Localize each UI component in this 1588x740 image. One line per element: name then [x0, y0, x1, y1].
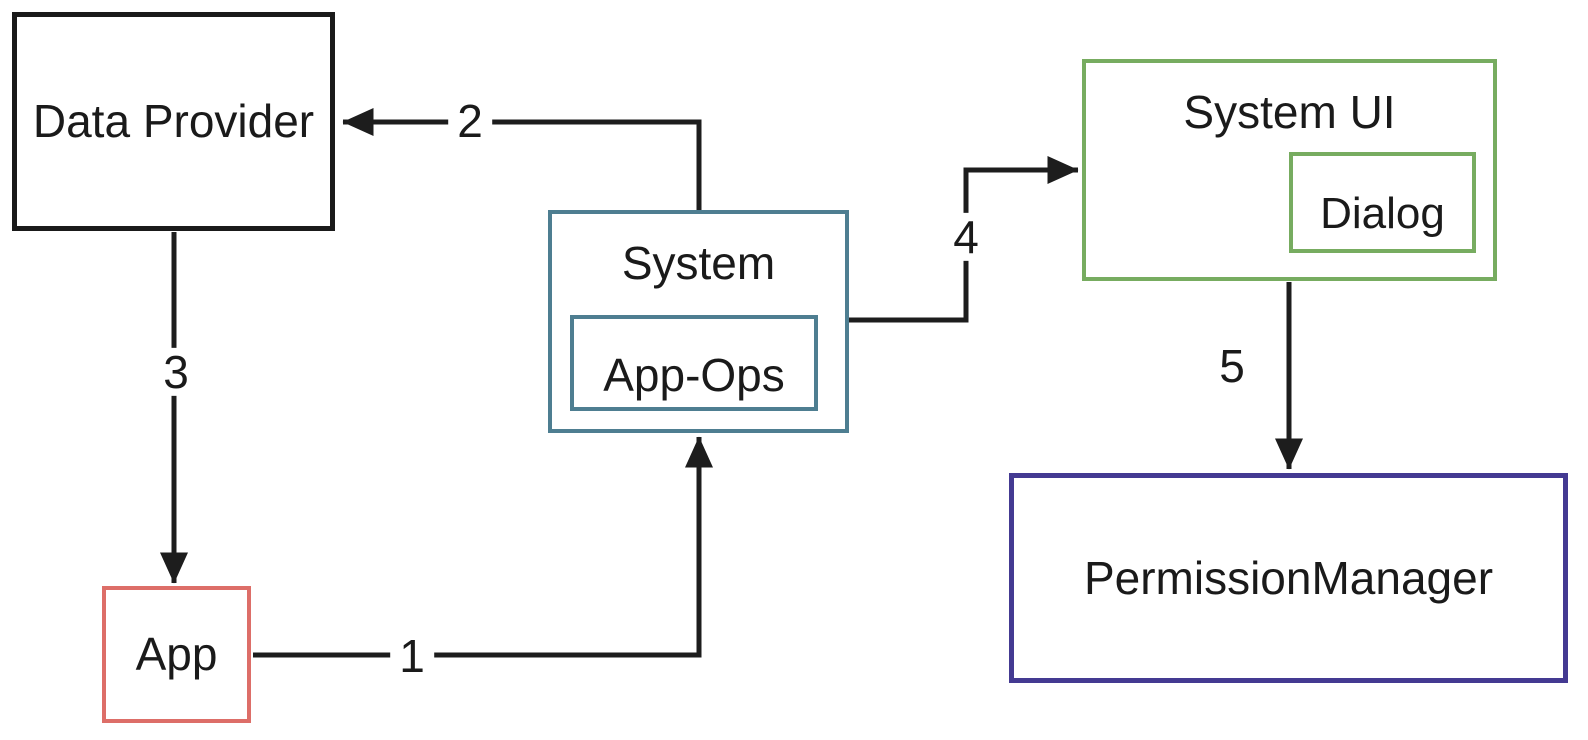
node-system-label: System [621, 237, 776, 289]
edge-label-3: 3 [154, 348, 198, 396]
arrow-1-app-to-system [253, 436, 714, 658]
node-dialog-label: Dialog [1320, 189, 1445, 239]
node-app: App [102, 586, 251, 723]
edge-label-5: 5 [1219, 339, 1245, 392]
node-app-ops: App-Ops [570, 315, 818, 411]
node-system: System App-Ops [548, 210, 849, 433]
node-app-ops-label: App-Ops [603, 348, 785, 401]
node-permission-manager: PermissionManager [1009, 473, 1568, 683]
edge-label-1: 1 [390, 632, 434, 680]
node-data-provider-label: Data Provider [32, 95, 315, 148]
arrow-2-system-to-data-provider [342, 107, 702, 211]
edge-label-4: 4 [944, 213, 988, 261]
node-app-label: App [135, 628, 218, 681]
node-permission-manager-label: PermissionManager [1083, 551, 1494, 604]
node-data-provider: Data Provider [12, 12, 335, 231]
node-dialog: Dialog [1289, 152, 1476, 253]
edge-label-2: 2 [448, 97, 492, 145]
node-system-ui-label: System UI [1183, 86, 1396, 138]
node-system-ui: System UI Dialog [1082, 59, 1497, 281]
